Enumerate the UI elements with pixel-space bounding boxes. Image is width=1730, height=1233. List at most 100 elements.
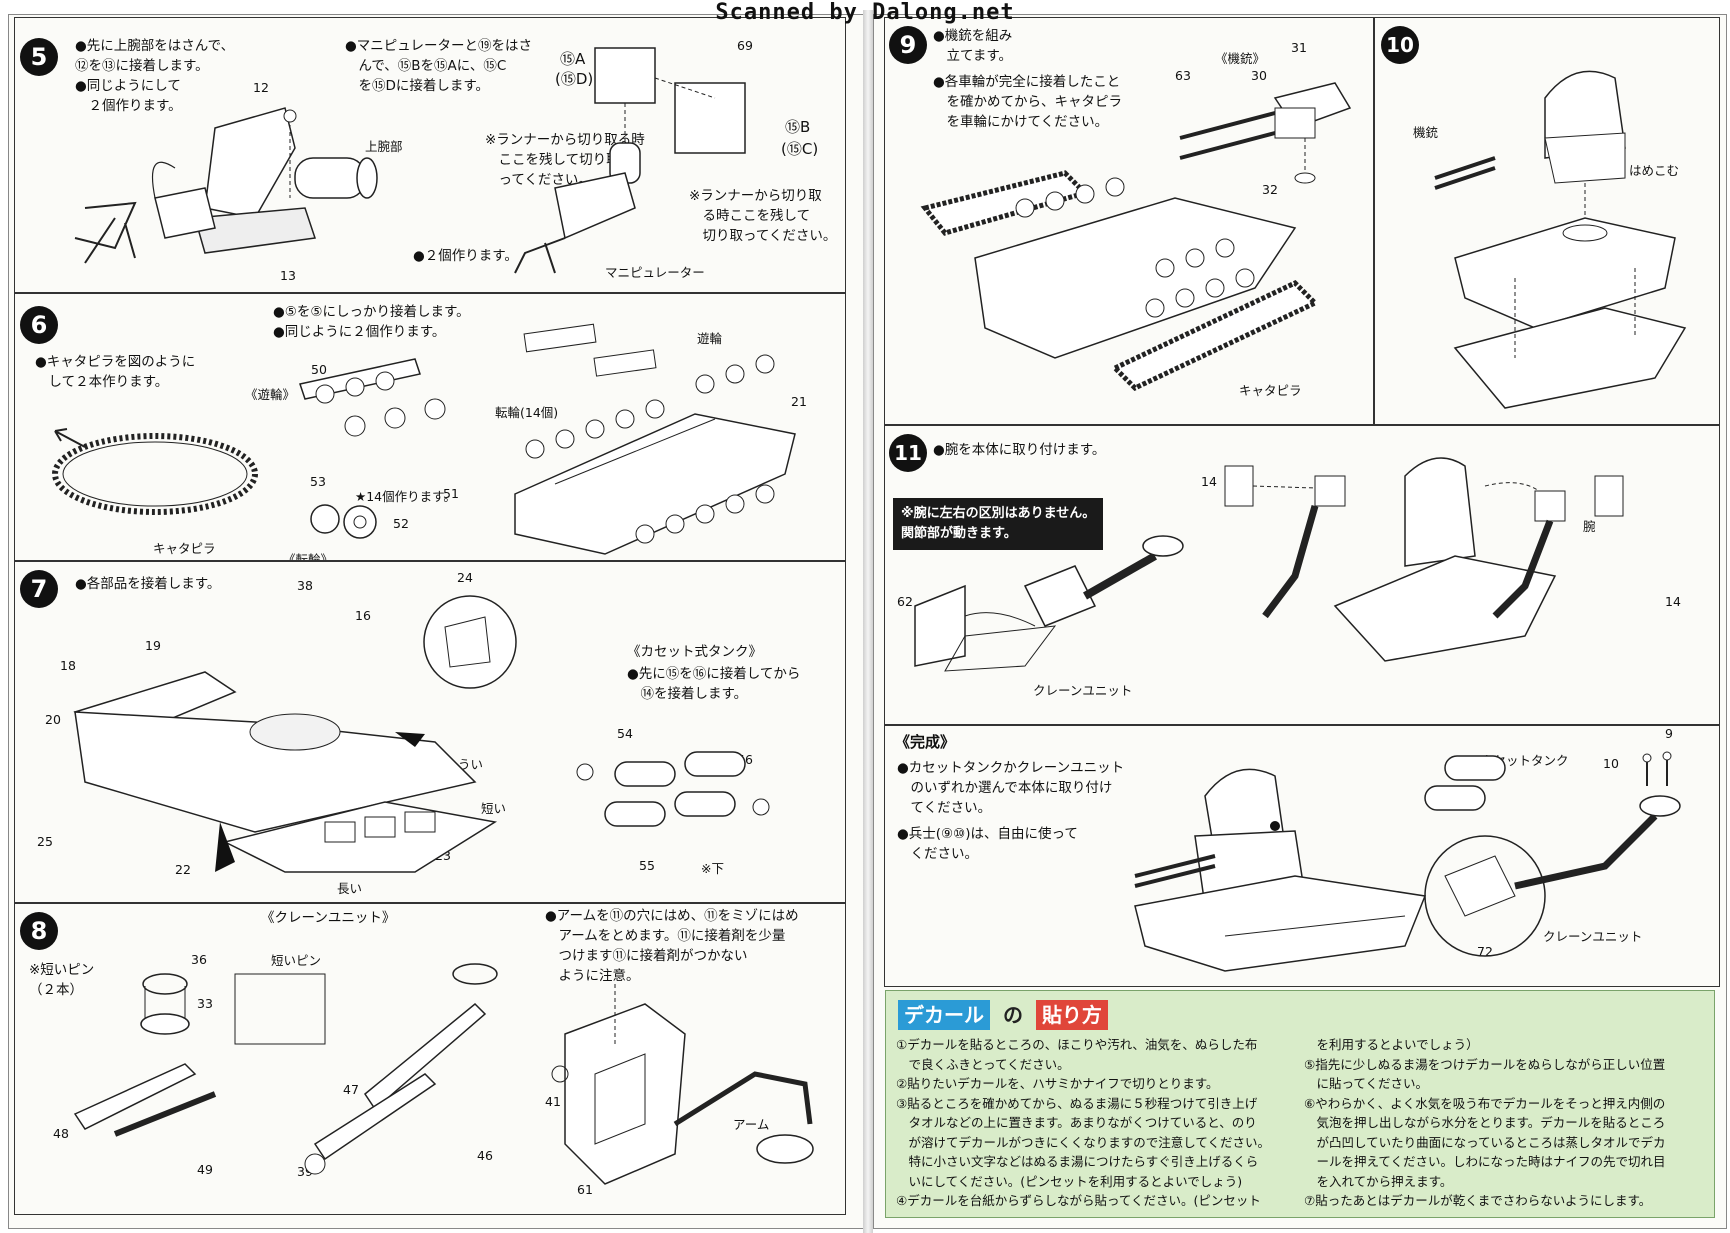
part-15a: ⑮A [560, 50, 586, 68]
part-9: 9 [1665, 726, 1673, 741]
text-line: ※ランナーから切り取る時 [485, 132, 645, 148]
step-9-panel: 9 ●機銃を組み 立てます。 ●各車輪が完全に接着したこと を確かめてから、キャ… [884, 17, 1374, 425]
step5-runner-note-1: ※ランナーから切り取る時 ここを残して切り取 ってください。 [485, 130, 645, 190]
text-line: ように注意。 [545, 968, 640, 984]
decal-title-c: 貼り方 [1035, 1000, 1108, 1030]
decal-step: ④デカールを台紙からずらしながら貼ってください。(ピンセット [896, 1193, 1261, 1208]
text-line: ※ランナーから切り取 [689, 188, 822, 204]
part-46: 46 [477, 1148, 493, 1163]
decal-step: で良くふきとってください。 [896, 1056, 1070, 1072]
step-7-panel: 7 ●各部品を接着します。 《カセット式タンク》 ●先に⑮を⑯に接着してから ⑭… [14, 561, 846, 903]
label-fit-in: はめこむ [1629, 163, 1680, 178]
road-wheel-illustration [305, 494, 385, 544]
crane-unit-illustration [905, 496, 1185, 686]
pin-note: ※短いピン （２本） [29, 960, 94, 1000]
label-count-14: ★14個作ります。 [355, 489, 456, 504]
part-50: 50 [311, 362, 327, 377]
step5-arm-illustration [55, 88, 415, 288]
text-line: んで、⑮Bを⑮Aに、⑮C [345, 58, 507, 74]
step-number-11: 11 [889, 434, 927, 472]
part-21: 21 [791, 394, 807, 409]
text-line: 立てます。 [933, 48, 1012, 64]
text-line: ●⑤を⑤にしっかり接着します。 [273, 304, 470, 320]
arms-body-illustration [1205, 436, 1705, 666]
text-line: る時ここを残して [689, 208, 811, 224]
step9-text: ●機銃を組み 立てます。 ●各車輪が完全に接着したこと を確かめてから、キャタピ… [933, 26, 1122, 132]
scan-credit: Scanned by Dalong.net [715, 0, 1015, 25]
part-20: 20 [45, 712, 61, 727]
part-47: 47 [343, 1082, 359, 1097]
zoom-circle-illustration [415, 592, 525, 692]
part-61: 61 [577, 1182, 593, 1197]
text-line: を確かめてから、キャタピラ [933, 94, 1122, 110]
label-machine-gun: 機銃 [1413, 125, 1439, 140]
label-arm: 腕 [1583, 519, 1596, 534]
part-38: 38 [297, 578, 313, 593]
part-14-right: 14 [1665, 594, 1681, 609]
arm-mount-illustration [555, 974, 825, 1194]
option-parts-illustration [1385, 746, 1705, 966]
crane-parts-illustration [65, 964, 535, 1194]
part-33: 33 [197, 996, 213, 1011]
crane-title: 《クレーンユニット》 [261, 910, 396, 926]
right-page: 9 ●機銃を組み 立てます。 ●各車輪が完全に接着したこと を確かめてから、キャ… [873, 14, 1727, 1229]
decal-step: いにしてください。(ピンセットを利用するとよいでしょう) [896, 1173, 1243, 1189]
text-line: 関節部が動きます。 [901, 526, 1017, 541]
part-48: 48 [53, 1126, 69, 1141]
part-54: 54 [617, 726, 633, 741]
decal-title-b: の [1002, 1003, 1023, 1027]
label-below: ※下 [701, 861, 724, 876]
part-53: 53 [310, 474, 326, 489]
step-8-panel: 8 《クレーンユニット》 ※短いピン （２本） 短いピン ●アームを⑪の穴にはめ… [14, 903, 846, 1215]
step-10-panel: 10 機銃 はめこむ [1374, 17, 1720, 425]
text-line: （２本） [29, 982, 83, 998]
text-line: ２個作ります。 [75, 98, 182, 114]
text-line: アームをとめます。⑪に接着剤を少量 [545, 928, 786, 944]
decal-step: ールを押えてください。しわになった時はナイフの先で切れ目 [1304, 1154, 1666, 1169]
part-51: 51 [443, 486, 459, 501]
step-number-7: 7 [20, 570, 58, 608]
decal-title-a: デカール [898, 1000, 990, 1030]
decal-step: ⑥やわらかく、よく水気を吸う布でデカールをそっと押え内側の [1304, 1095, 1666, 1111]
cassette-text: ●先に⑮を⑯に接着してから ⑭を接着します。 [627, 664, 800, 704]
part-52: 52 [393, 516, 409, 531]
text-line: ⑫を⑬に接着します。 [75, 58, 209, 74]
part-49: 49 [197, 1162, 213, 1177]
label-short-pin: 短いピン [271, 953, 322, 968]
hull-assembly-illustration [55, 622, 545, 882]
page-fold [863, 10, 873, 1233]
text-line: てください。 [897, 800, 992, 816]
step7-text: ●各部品を接着します。 [75, 576, 221, 592]
label-road-title: 《転輪》 [283, 552, 334, 561]
text-line: 切り取ってください。 [689, 228, 837, 244]
step-11-panel: 11 ●腕を本体に取り付けます。 ※腕に左右の区別はありません。 関節部が動きま… [884, 425, 1720, 725]
text-line: ●アームを⑪の穴にはめ、⑪をミゾにはめ [545, 908, 799, 924]
text-line: つけます⑪に接着剤がつかない [545, 948, 748, 964]
step-number-10: 10 [1381, 26, 1419, 64]
label-crane-unit: クレーンユニット [1033, 683, 1133, 698]
decal-step: 特に小さい文字などはぬるま湯につけたらすぐ引き上げるくら [896, 1154, 1259, 1169]
part-12: 12 [253, 80, 269, 95]
part-19: 19 [145, 638, 161, 653]
label-idler-title: 《遊輪》 [245, 387, 296, 402]
text-line: ●機銃を組み [933, 28, 1013, 44]
step11-text: ●腕を本体に取り付けます。 [933, 442, 1106, 458]
text-line: のいずれか選んで本体に取り付け [897, 780, 1113, 796]
text-line: して２本作ります。 [35, 374, 169, 390]
text-line: ください。 [897, 846, 978, 862]
decal-step: を利用するとよいでしょう） [1304, 1037, 1479, 1052]
decal-step: が溶けてデカールがつきにくくなりますので注意してください。 [896, 1134, 1271, 1150]
step8-text: ●アームを⑪の穴にはめ、⑪をミゾにはめ アームをとめます。⑪に接着剤を少量 つけ… [545, 906, 799, 986]
step5-count: ●２個作ります。 [413, 248, 518, 264]
part-32: 32 [1262, 182, 1278, 197]
label-road-14: 転輪(14個) [495, 405, 559, 420]
part-25: 25 [37, 834, 53, 849]
text-line: を車輪にかけてください。 [933, 114, 1109, 130]
label-arm: アーム [733, 1117, 770, 1132]
step-6-panel: 6 ●キャタピラを図のように して２本作ります。 ●⑤を⑤にしっかり接着します。… [14, 293, 846, 561]
decal-step: を入れてから押えます。 [1304, 1173, 1453, 1189]
text-line: ●兵士(⑨⑩)は、自由に使って [897, 826, 1078, 842]
decal-step: タオルなどの上に置きます。あまりながくつけていると、のり [896, 1115, 1257, 1130]
label-upper-arm: 上腕部 [365, 139, 403, 154]
decal-step: ⑦貼ったあとはデカールが乾くまでさわらないようにします。 [1304, 1193, 1652, 1208]
